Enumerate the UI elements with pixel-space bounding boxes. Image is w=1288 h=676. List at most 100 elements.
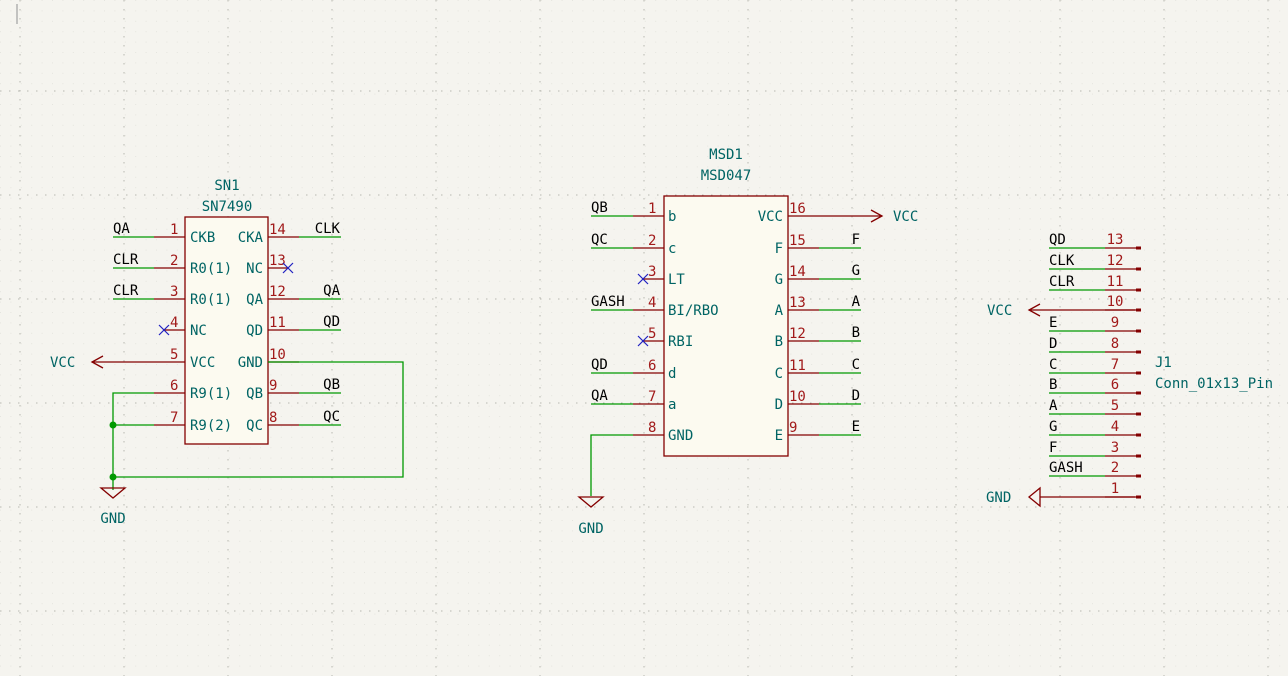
pin-number: 2	[170, 253, 178, 269]
j1-pin[interactable]: 4G	[1049, 419, 1141, 437]
pin-number: 6	[170, 378, 178, 394]
pin-number: 7	[648, 389, 656, 405]
pin-name: B	[775, 334, 783, 350]
msd1-vcc-label: VCC	[893, 209, 918, 225]
pin-number: 1	[170, 222, 178, 238]
net-label: CLR	[113, 283, 139, 299]
net-label: F	[852, 232, 860, 248]
j1-pin[interactable]: 9E	[1049, 315, 1141, 333]
pin-number: 15	[789, 233, 806, 249]
pin-name: GND	[238, 355, 263, 371]
pin-number: 1	[648, 201, 656, 217]
j1-pin[interactable]: 3F	[1049, 440, 1141, 458]
pin-name: QC	[246, 418, 263, 434]
pin-number: 1	[1111, 481, 1119, 497]
pin-number: 3	[1111, 440, 1119, 456]
pin-number: 5	[170, 347, 178, 363]
msd1-value: MSD047	[701, 168, 752, 184]
pin-number: 3	[648, 264, 656, 280]
pin-name: D	[775, 397, 783, 413]
net-label: QD	[323, 314, 340, 330]
no-connect-icon	[637, 335, 649, 347]
pin-number: 6	[1111, 377, 1119, 393]
j1-pin[interactable]: 6B	[1049, 377, 1141, 395]
pin-number: 11	[789, 358, 806, 374]
pin-name: E	[775, 428, 783, 444]
msd1-reference: MSD1	[709, 147, 743, 163]
sn1-body[interactable]	[184, 216, 269, 445]
pin-name: QB	[246, 386, 263, 402]
net-label: G	[1049, 419, 1057, 435]
msd1-body[interactable]	[663, 195, 789, 457]
sn1-r9-wire[interactable]	[112, 392, 154, 490]
pin-name: A	[775, 303, 784, 319]
vcc-power-symbol[interactable]	[1027, 303, 1041, 317]
j1-pin[interactable]: 8D	[1049, 336, 1141, 354]
net-label: QB	[591, 200, 608, 216]
j1-value: Conn_01x13_Pin	[1155, 376, 1273, 392]
msd1-pin-right[interactable]: 9EE	[775, 419, 861, 444]
sn1-gnd-wire[interactable]	[113, 361, 404, 478]
msd1-gnd-wire[interactable]	[590, 434, 633, 496]
vcc-power-symbol[interactable]	[90, 355, 104, 369]
pin-number: 7	[170, 410, 178, 426]
j1-reference: J1	[1155, 355, 1172, 371]
vcc-power-symbol[interactable]	[870, 209, 884, 223]
gnd-power-symbol[interactable]	[1027, 486, 1041, 508]
pin-name: a	[668, 397, 676, 413]
net-label: A	[852, 294, 861, 310]
pin-name: d	[668, 366, 676, 382]
j1-vcc-label: VCC	[987, 303, 1012, 319]
net-label: A	[1049, 398, 1058, 414]
net-label: D	[1049, 336, 1057, 352]
pin-number: 10	[1107, 294, 1124, 310]
j1-pin[interactable]: 5A	[1049, 398, 1141, 416]
gnd-power-symbol[interactable]	[577, 496, 605, 508]
net-label: QD	[591, 357, 608, 373]
j1-pin[interactable]: 7C	[1049, 357, 1141, 375]
pin-name: F	[775, 241, 783, 257]
net-label: G	[852, 263, 860, 279]
gnd-power-symbol[interactable]	[99, 487, 127, 499]
pin-number: 9	[789, 420, 797, 436]
pin-name: G	[775, 272, 783, 288]
pin-number: 8	[648, 420, 656, 436]
net-label: QA	[113, 221, 130, 237]
